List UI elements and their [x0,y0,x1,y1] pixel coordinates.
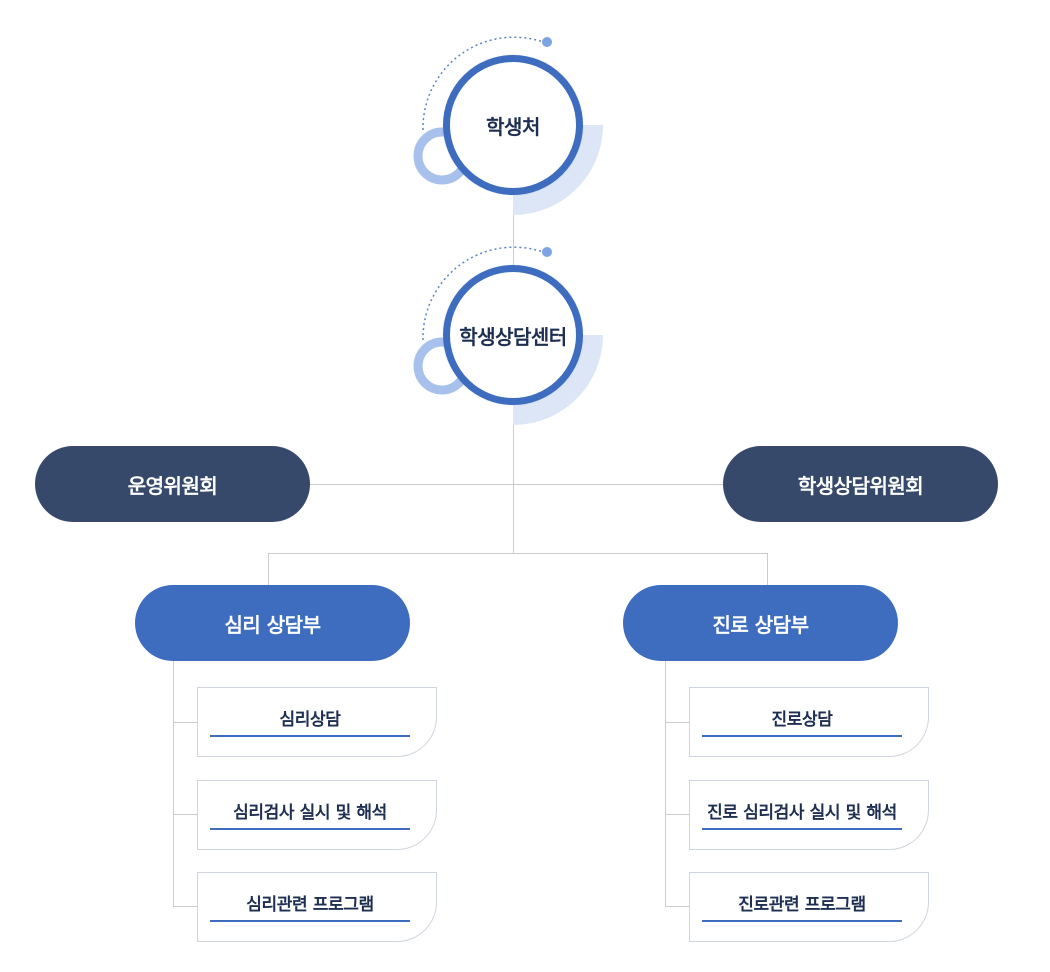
psychology-item-programs: 심리관련 프로그램 [197,872,437,942]
item-label: 심리검사 실시 및 해석 [233,803,387,823]
career-department-label: 진로 상담부 [712,612,809,637]
item-label: 진로 심리검사 실시 및 해석 [707,803,897,823]
psychology-department-label: 심리 상담부 [224,612,321,637]
item-label: 진로관련 프로그램 [738,895,866,915]
career-item-programs: 진로관련 프로그램 [689,872,929,942]
item-label: 진로상담 [771,710,833,730]
item-underline [210,735,410,737]
item-label: 심리상담 [279,710,341,730]
item-underline [702,920,902,922]
item-underline [210,920,410,922]
operating-committee-node: 운영위원회 [35,446,310,522]
item-underline [702,735,902,737]
item-underline [702,828,902,830]
career-department-node: 진로 상담부 [623,585,898,661]
student-counseling-committee-label: 학생상담위원회 [797,473,924,498]
item-label: 심리관련 프로그램 [246,895,374,915]
career-item-counseling: 진로상담 [689,687,929,757]
item-underline [210,828,410,830]
counseling-center-label: 학생상담센터 [459,324,567,349]
operating-committee-label: 운영위원회 [127,473,218,498]
student-counseling-committee-node: 학생상담위원회 [723,446,998,522]
psychology-item-counseling: 심리상담 [197,687,437,757]
career-item-testing: 진로 심리검사 실시 및 해석 [689,780,929,850]
counseling-center-node: 학생상담센터 [443,265,583,405]
psychology-item-testing: 심리검사 실시 및 해석 [197,780,437,850]
student-affairs-node: 학생처 [443,55,583,195]
student-affairs-label: 학생처 [486,114,540,139]
psychology-department-node: 심리 상담부 [135,585,410,661]
